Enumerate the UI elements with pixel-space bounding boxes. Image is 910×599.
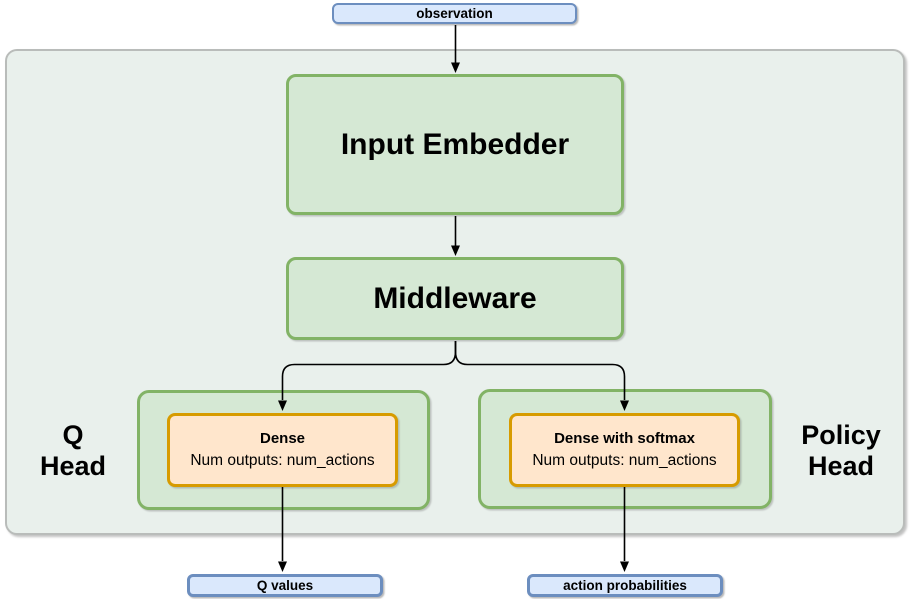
- q-values-label: Q values: [256, 578, 314, 593]
- middleware-node[interactable]: Middleware: [286, 257, 624, 340]
- q-dense-subtitle: Num outputs: num_actions: [190, 452, 375, 469]
- q-dense-title: Dense: [259, 430, 306, 447]
- q-dense-node[interactable]: Dense Num outputs: num_actions: [167, 413, 398, 487]
- policy-head-label-line2: Head: [807, 451, 875, 481]
- observation-label: observation: [416, 6, 493, 21]
- input-embedder-node[interactable]: Input Embedder: [286, 74, 624, 215]
- policy-dense-subtitle: Num outputs: num_actions: [532, 452, 717, 469]
- policy-dense-title: Dense with softmax: [554, 430, 695, 447]
- observation-node[interactable]: observation: [332, 3, 577, 24]
- q-head-label-line2: Head: [39, 451, 107, 481]
- policy-head-label-line1: Policy: [801, 420, 881, 450]
- middleware-label: Middleware: [373, 281, 537, 315]
- q-head-label-line1: Q: [62, 420, 84, 450]
- action-probabilities-node[interactable]: action probabilities: [527, 574, 723, 597]
- q-values-node[interactable]: Q values: [187, 574, 383, 597]
- input-embedder-label: Input Embedder: [340, 127, 570, 161]
- action-probabilities-label: action probabilities: [563, 578, 687, 593]
- policy-dense-node[interactable]: Dense with softmax Num outputs: num_acti…: [509, 413, 740, 487]
- policy-head-label: Policy Head: [794, 420, 888, 482]
- q-head-label: Q Head: [28, 420, 118, 482]
